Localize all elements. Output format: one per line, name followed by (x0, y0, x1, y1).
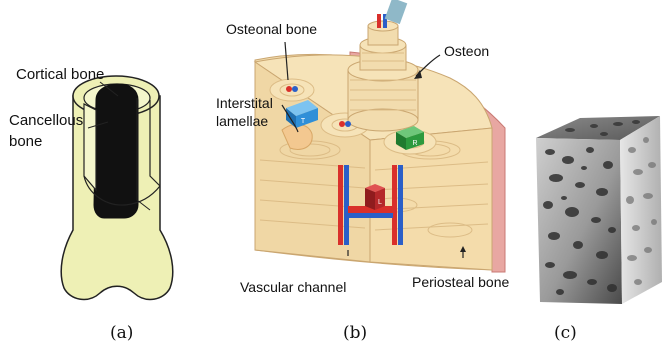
label-periosteal-bone: Periosteal bone (412, 274, 509, 290)
cancellous-core (94, 84, 138, 218)
osteon-cylinder (348, 0, 418, 131)
label-interstitial-2: lamellae (216, 113, 268, 129)
label-vascular-channel: Vascular channel (240, 279, 346, 295)
label-cancellous: Cancellous (9, 112, 83, 129)
bone-section-illustration (0, 0, 200, 346)
panel-b-osteon-diagram: T R L Osteonal bone Osteon Interstital l… (200, 0, 530, 346)
panel-c-trabecular-cube (520, 0, 670, 346)
label-cancellous-bone: bone (9, 133, 42, 150)
panel-a-cortical-bone-diagram: Cortical bone Cancellous bone (0, 0, 200, 346)
cube-side-face (620, 116, 662, 304)
label-osteonal-bone: Osteonal bone (226, 21, 317, 37)
trabecular-cube-render (520, 0, 670, 346)
marker-t: T (301, 118, 306, 125)
label-cortical-bone: Cortical bone (16, 66, 104, 83)
label-interstitial-1: Interstital (216, 95, 273, 111)
label-osteon: Osteon (444, 43, 489, 59)
caption-b: (b) (343, 323, 367, 343)
cutaway-wall (84, 104, 96, 190)
caption-a: (a) (110, 323, 133, 343)
marker-r: R (412, 140, 417, 147)
marker-l: L (378, 199, 382, 206)
caption-c: (c) (554, 323, 577, 343)
